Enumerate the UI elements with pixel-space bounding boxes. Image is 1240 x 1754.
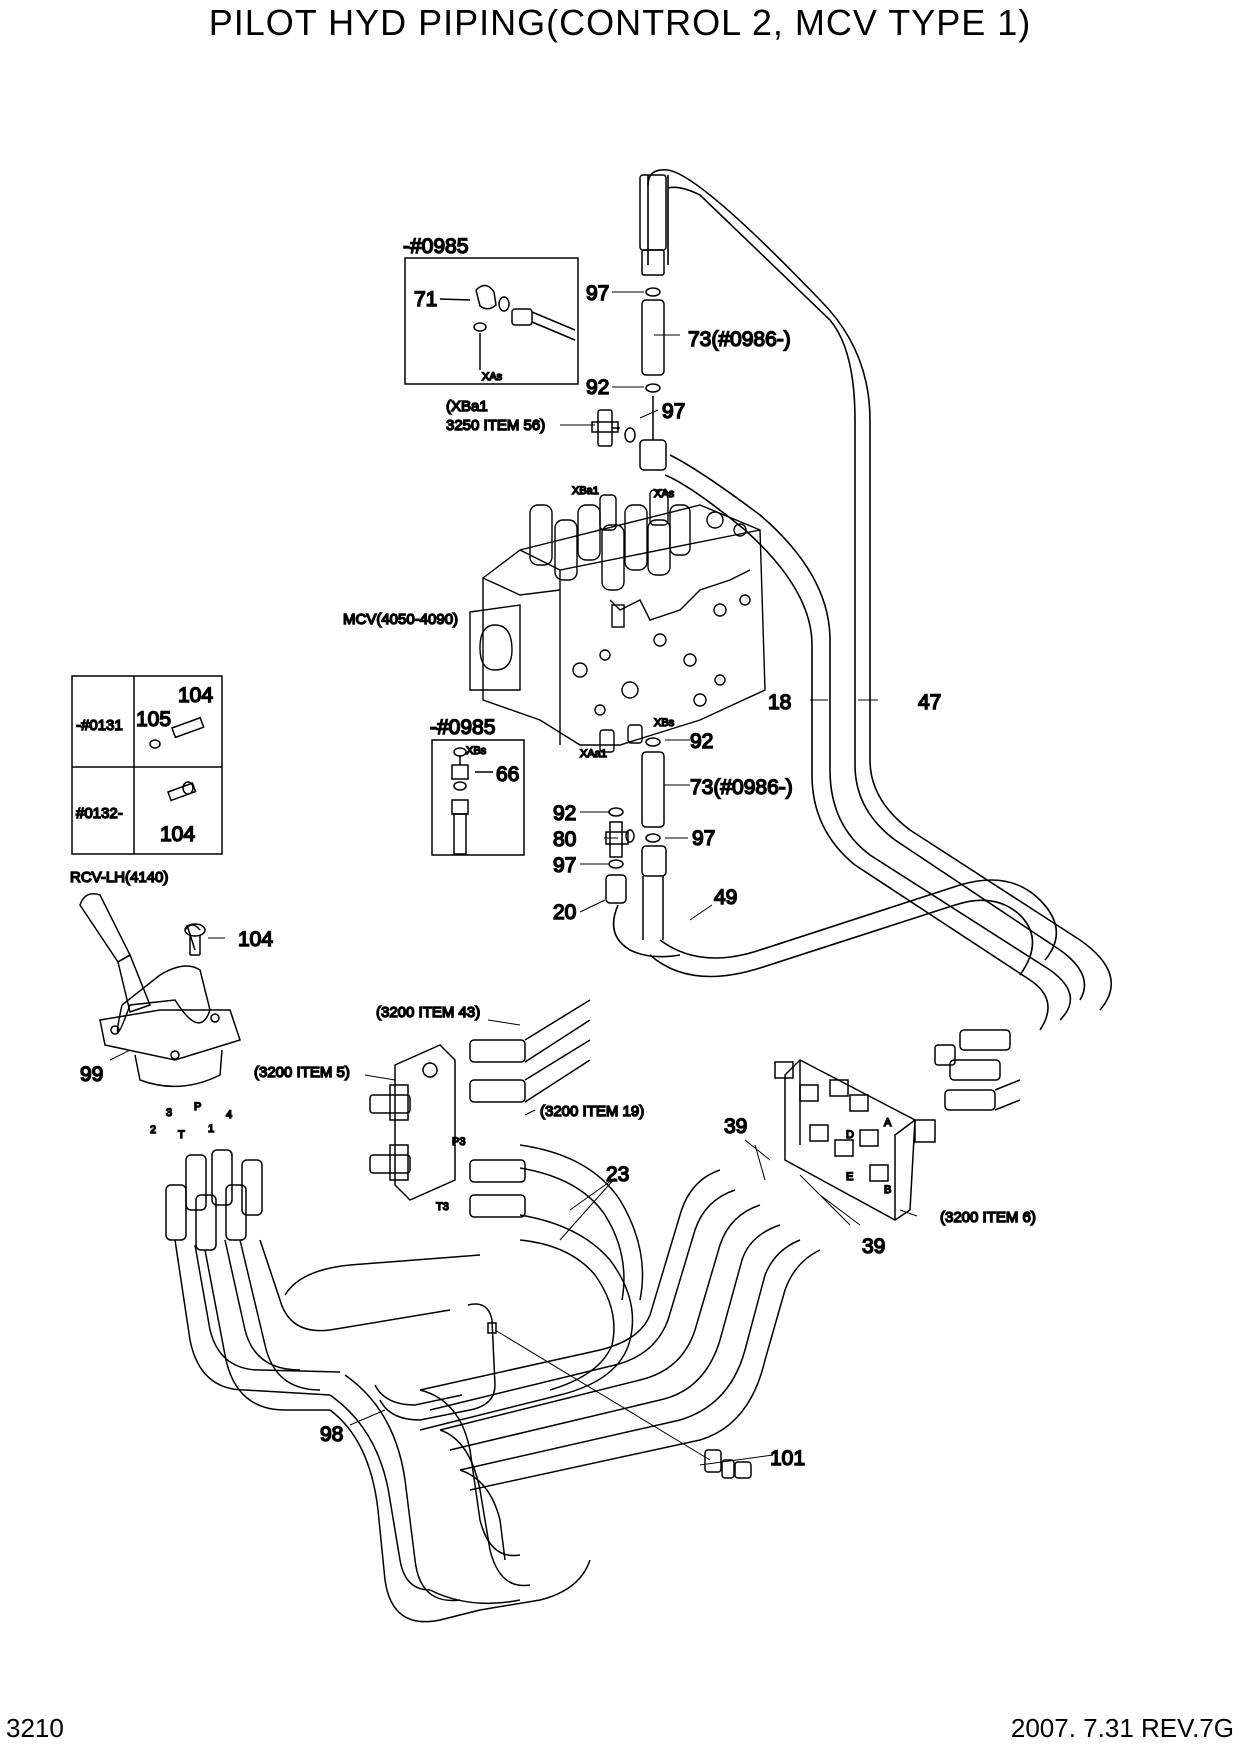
- ref-item-6: (3200 ITEM 6): [940, 1209, 1036, 1226]
- rcv-port-1: 1: [208, 1123, 214, 1135]
- rcv-port-t: T: [178, 1129, 185, 1141]
- callout-39-bottom: 39: [862, 1235, 885, 1258]
- fittings-lower-stack: [605, 737, 667, 940]
- callout-105-inset: 105: [136, 708, 171, 731]
- ref-xba1-line1: (XBa1: [446, 398, 488, 415]
- callout-23: 23: [606, 1163, 629, 1186]
- callout-97-right: 97: [662, 400, 685, 423]
- port-p3: P3: [452, 1136, 465, 1148]
- fittings-upper-stack: [591, 174, 667, 471]
- callout-20: 20: [553, 901, 576, 924]
- callout-104-rcv: 104: [238, 928, 273, 951]
- callout-39-top: 39: [724, 1115, 747, 1138]
- callout-18: 18: [768, 691, 791, 714]
- port-xba1: XBa1: [572, 485, 599, 497]
- inset-left-top-serial: -#0131: [76, 717, 123, 734]
- rcv-port-2: 2: [150, 1124, 156, 1136]
- inset-top-serial: -#0985: [403, 235, 468, 258]
- inset-left-bottom-serial: #0132-: [76, 805, 123, 822]
- callout-49: 49: [714, 886, 737, 909]
- manifold-block: [774, 1029, 1021, 1221]
- inset-mid-port: XBs: [466, 745, 487, 757]
- block-port-d: D: [846, 1129, 854, 1141]
- diagram-title: PILOT HYD PIPING(CONTROL 2, MCV TYPE 1): [208, 2, 1032, 43]
- block-port-a: A: [884, 1117, 892, 1129]
- ref-item-43: (3200 ITEM 43): [376, 1004, 480, 1021]
- port-xaa1: XAa1: [580, 748, 607, 760]
- port-xas: XAs: [654, 488, 675, 500]
- hose-49: [612, 879, 1058, 978]
- callout-104-inset-top: 104: [178, 684, 213, 707]
- rcv-port-3: 3: [166, 1107, 172, 1119]
- bolt-101: [704, 1449, 752, 1479]
- inset-top-box: [404, 257, 579, 385]
- ref-xba1-line2: 3250 ITEM 56): [446, 417, 545, 434]
- port-t3: T3: [436, 1201, 449, 1213]
- callout-71: 71: [414, 288, 437, 311]
- clamp-98: [374, 1303, 497, 1421]
- inset-top-port: XAs: [482, 371, 503, 383]
- hose-18: [664, 454, 1072, 1031]
- rcv-hose-bundle: [174, 1239, 591, 1623]
- rcv-port-4: 4: [226, 1109, 232, 1121]
- block-port-b: B: [884, 1184, 891, 1196]
- revision-label: 2007. 7.31 REV.7G: [1010, 1713, 1234, 1743]
- leader-lines: [109, 291, 918, 1466]
- callout-97-mid: 97: [692, 827, 715, 850]
- callout-101: 101: [770, 1447, 805, 1470]
- port-xbs: XBs: [654, 717, 675, 729]
- inset-left-box: [71, 675, 223, 855]
- callout-73-top: 73(#0986-): [688, 328, 791, 351]
- bolt-104: [184, 923, 206, 956]
- callout-99: 99: [80, 1063, 103, 1086]
- callout-92-bottom: 92: [553, 802, 576, 825]
- mcv-label: MCV(4050-4090): [343, 611, 458, 628]
- callout-98: 98: [320, 1423, 343, 1446]
- callout-73-bottom: 73(#0986-): [690, 776, 793, 799]
- rcv-port-p: P: [194, 1101, 201, 1113]
- tee-bracket: [369, 999, 591, 1218]
- rcv-joystick: [79, 893, 241, 1088]
- callout-47: 47: [918, 691, 941, 714]
- callout-92-top: 92: [586, 376, 609, 399]
- callout-66: 66: [496, 763, 519, 786]
- callout-92-mid: 92: [690, 730, 713, 753]
- ref-item-5: (3200 ITEM 5): [254, 1064, 350, 1081]
- mcv-valve-body: [469, 489, 766, 753]
- hoses-23: [419, 1144, 644, 1431]
- callout-97-bottom: 97: [553, 854, 576, 877]
- hose-47: [647, 168, 1112, 1011]
- callout-80: 80: [553, 828, 576, 851]
- hoses-39: [419, 1169, 821, 1491]
- page-number: 3210: [6, 1713, 64, 1743]
- callout-97-top: 97: [586, 282, 609, 305]
- block-port-e: E: [846, 1171, 853, 1183]
- rcv-port-fittings: [165, 1149, 263, 1251]
- ref-item-19: (3200 ITEM 19): [540, 1103, 644, 1120]
- callout-104-inset-bottom: 104: [160, 823, 195, 846]
- rcv-label: RCV-LH(4140): [70, 869, 168, 886]
- inset-mid-serial: -#0985: [430, 716, 495, 739]
- inset-mid-box: [431, 739, 525, 856]
